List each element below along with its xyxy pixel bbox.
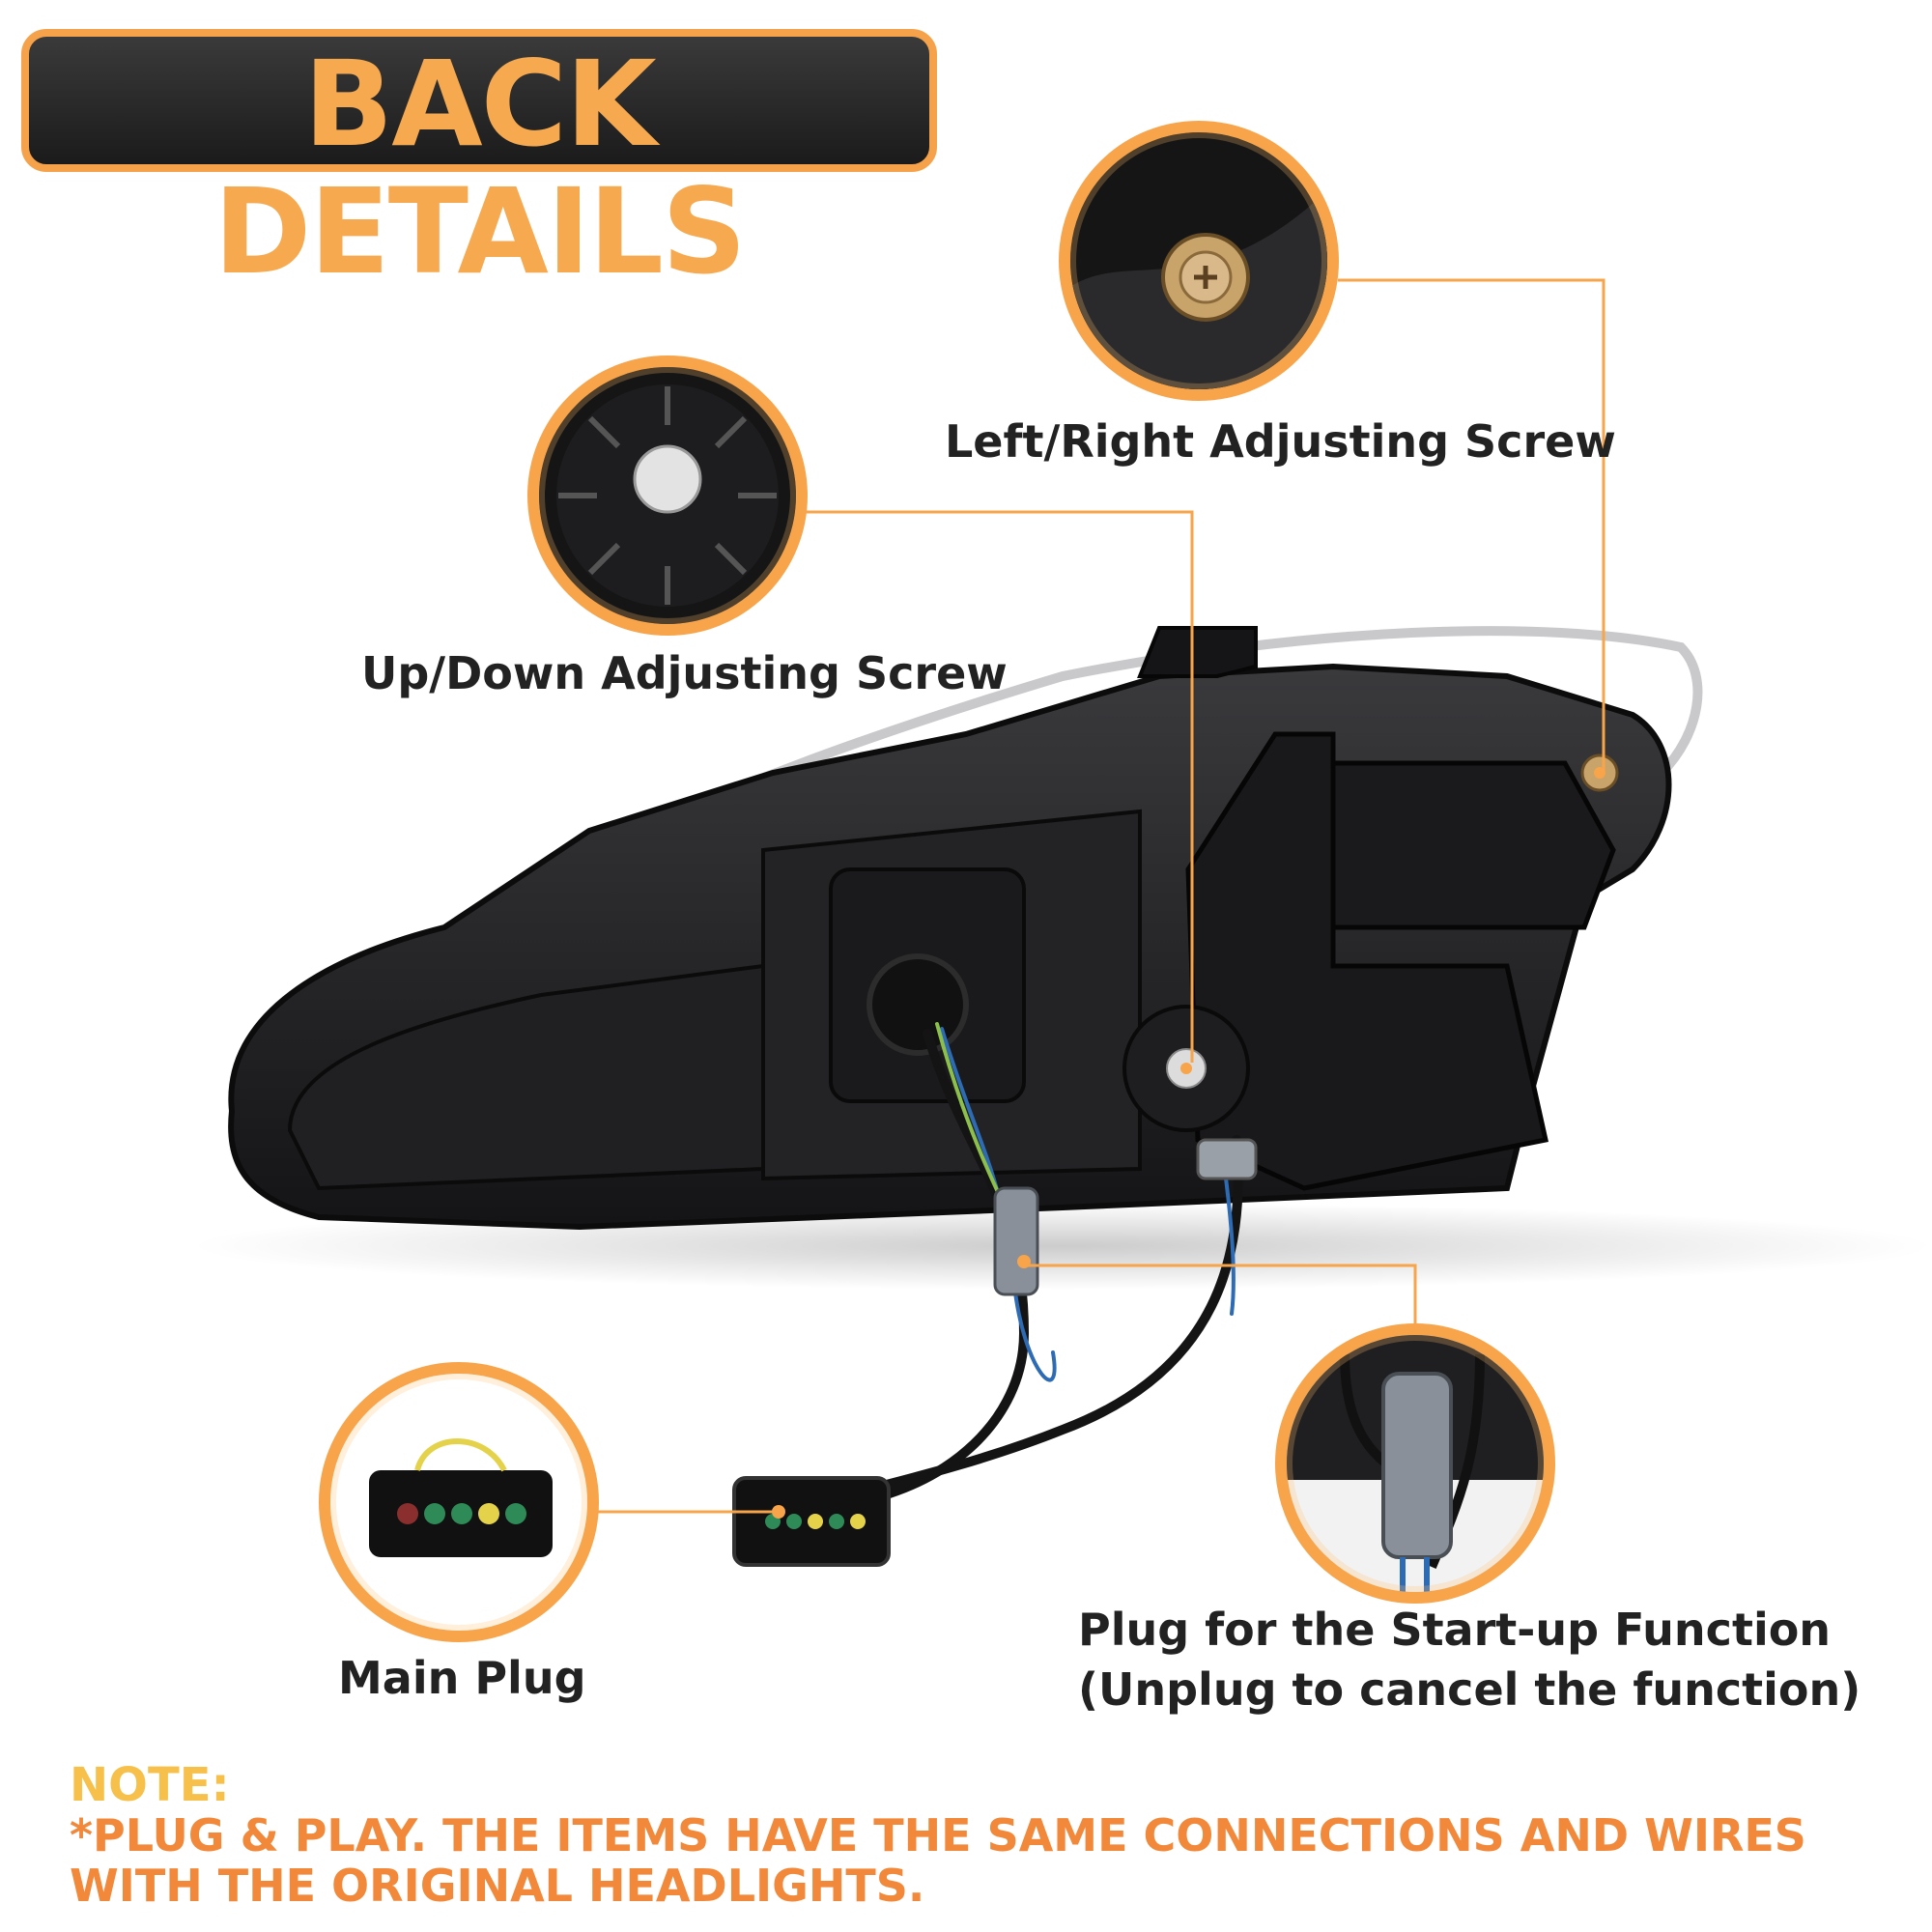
mounting-bracket <box>1137 626 1258 678</box>
leader-lines <box>580 278 1605 1514</box>
label-left-right-screw: Left/Right Adjusting Screw <box>945 415 1616 468</box>
label-startup-plug-line2: (Unplug to cancel the function) <box>1078 1663 1861 1716</box>
label-main-plug: Main Plug <box>338 1652 586 1704</box>
screw-closeup-icon <box>1070 190 1327 389</box>
leader-left-right <box>1338 278 1605 773</box>
callout-startup-plug <box>1275 1323 1555 1604</box>
secondary-connector <box>1196 1138 1258 1180</box>
callout-up-down-screw <box>527 355 808 636</box>
callout-left-right-screw <box>1059 121 1339 401</box>
note-heading: NOTE: <box>70 1758 230 1812</box>
startup-plug-connector <box>993 1186 1039 1296</box>
title-badge: BACK DETAILS <box>21 29 937 296</box>
leader-up-down <box>797 510 1194 1063</box>
housing-panel-left <box>287 963 765 1191</box>
up-down-screw-marker <box>1122 1005 1250 1132</box>
label-up-down-screw: Up/Down Adjusting Screw <box>361 647 1008 699</box>
adjuster-cog-icon <box>556 384 779 607</box>
main-plug-pins <box>765 1514 866 1529</box>
wire-grommet <box>867 953 969 1056</box>
rear-cover <box>1311 760 1616 930</box>
label-startup-plug-line1: Plug for the Start-up Function <box>1078 1604 1832 1656</box>
note-text: *PLUG & PLAY. THE ITEMS HAVE THE SAME CO… <box>70 1809 1806 1912</box>
main-plug-closeup-icon <box>369 1438 553 1557</box>
startup-plug-closeup-icon <box>1287 1335 1544 1592</box>
leader-startup <box>1026 1264 1417 1331</box>
page-title: BACK DETAILS <box>213 36 747 300</box>
callout-main-plug <box>319 1362 599 1642</box>
